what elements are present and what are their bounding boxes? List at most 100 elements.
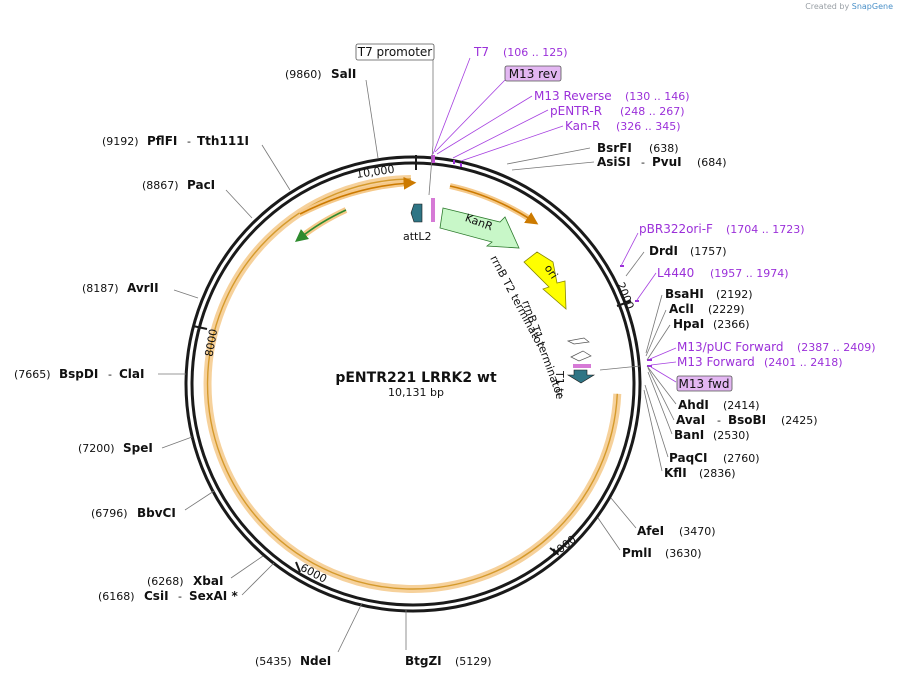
feature-label-t1-te: T1 te	[553, 370, 566, 400]
leader-ndei	[337, 602, 363, 653]
enzyme-paci-pos: (8867)	[142, 179, 179, 192]
m13-rev-box	[504, 65, 562, 82]
enzyme-sali-name: SalI	[331, 67, 356, 81]
leader-bbvci	[184, 490, 215, 511]
plasmid-name: pENTR221 LRRK2 wt	[335, 370, 497, 386]
leader-afei	[610, 497, 637, 529]
enzyme-paqci-pos: (2760)	[723, 452, 760, 465]
enzyme-hpai-pos: (2366)	[713, 318, 750, 331]
enzyme-bbvci-pos: (6796)	[91, 507, 128, 520]
leader-spei	[161, 436, 193, 449]
m13-fwd-box	[676, 375, 733, 392]
orange-arrow-top-right-line	[449, 185, 539, 225]
ring-tick-label-8000: 8000	[203, 328, 221, 358]
enzyme-bsahi-pos: (2192)	[716, 288, 753, 301]
backbone-ring-outer	[184, 155, 642, 613]
insert-arc	[206, 178, 618, 590]
enzyme-ndei-name: NdeI	[300, 654, 331, 668]
leader-bsrfi	[506, 147, 591, 165]
enzyme-afei-pos: (3470)	[679, 525, 716, 538]
enzyme-ahdi-pos: (2414)	[723, 399, 760, 412]
enzyme-drdi-name: DrdI	[649, 244, 678, 258]
enzyme-pflfi-name: PflFI	[147, 134, 177, 148]
primer-t7-name: T7	[473, 45, 489, 59]
leader-kfli	[643, 389, 663, 472]
enzyme-avai-dash: -	[717, 414, 721, 427]
enzyme-pflfi-pos: (9192)	[102, 135, 139, 148]
snapgene-credit: Created by SnapGene	[805, 2, 893, 11]
enzyme-tth111i-name: Tth111I	[197, 134, 249, 148]
enzyme-kfli-pos: (2836)	[699, 467, 736, 480]
leader-avai	[647, 367, 675, 421]
terminator-marker-1	[566, 337, 590, 345]
ring-tick-2000	[616, 300, 632, 307]
leader-pentr-r	[452, 109, 549, 159]
m13-rev-mark	[431, 198, 435, 222]
enzyme-asisi-dash: -	[641, 156, 645, 169]
leader-t7-promoter	[428, 58, 434, 196]
leader-kan-r	[460, 125, 564, 162]
enzyme-acli-name: AclI	[669, 302, 694, 316]
leader-pmli	[597, 517, 621, 551]
enzyme-spei-pos: (7200)	[78, 442, 115, 455]
primer-pbr322ori-f-name: pBR322ori-F	[639, 222, 713, 236]
primer-mark-top-1	[453, 160, 455, 164]
leader-hpai	[646, 324, 671, 361]
credit-prefix: Created by	[805, 2, 850, 11]
leader-m13-puc-forward	[649, 347, 677, 360]
enzyme-btgzi-pos: (5129)	[455, 655, 492, 668]
enzyme-ahdi-name: AhdI	[678, 398, 709, 412]
leader-m13-reverse	[436, 95, 533, 155]
enzyme-pmli-name: PmlI	[622, 546, 652, 560]
ori-feature-arrow	[523, 251, 567, 310]
primer-mark-right-2	[635, 300, 639, 302]
primer-m13-forward-range: (2401 .. 2418)	[764, 356, 843, 369]
ring-tick-4000	[549, 547, 559, 555]
enzyme-paci-name: PacI	[187, 178, 215, 192]
enzyme-afei-name: AfeI	[637, 524, 664, 538]
primer-mark-right-3	[647, 359, 652, 361]
leader-m13-rev	[434, 79, 506, 153]
t7-promoter-label: T7 promoter	[357, 45, 433, 59]
leader-paqci	[644, 384, 669, 458]
enzyme-spei-name: SpeI	[123, 441, 153, 455]
enzyme-avai-name: AvaI	[676, 413, 705, 427]
ring-tick-8000	[192, 325, 208, 330]
leader-drdi	[625, 251, 645, 277]
m13-fwd-mark	[573, 364, 591, 368]
plasmid-length: 10,131 bp	[388, 386, 444, 399]
primer-mark-right-1	[620, 265, 624, 267]
enzyme-asisi-pos: (684)	[697, 156, 727, 169]
enzyme-bsrfi-pos: (638)	[649, 142, 679, 155]
enzyme-bsahi-name: BsaHI	[665, 287, 704, 301]
enzyme-sexai-name: SexAI *	[189, 589, 238, 603]
enzyme-acli-pos: (2229)	[708, 303, 745, 316]
primer-l4440-name: L4440	[657, 266, 694, 280]
enzyme-avrii-name: AvrII	[127, 281, 159, 295]
leader-csii	[241, 562, 275, 596]
enzyme-pvui-name: PvuI	[652, 155, 682, 169]
enzyme-bbvci-name: BbvCI	[137, 506, 176, 520]
enzyme-csii-dash: -	[178, 590, 182, 603]
enzyme-avai-pos: (2425)	[781, 414, 818, 427]
enzyme-xbai-pos: (6268)	[147, 575, 184, 588]
attl2-feature-arrow	[410, 203, 423, 223]
enzyme-drdi-pos: (1757)	[690, 245, 727, 258]
leader-bani	[647, 371, 673, 435]
primer-m13-puc-forward-name: M13/pUC Forward	[677, 340, 784, 354]
enzyme-pflfi-dash: -	[187, 135, 191, 148]
primer-m13-reverse-range: (130 .. 146)	[625, 90, 690, 103]
enzyme-bani-name: BanI	[674, 428, 704, 442]
primer-mark-right-4	[647, 365, 652, 367]
primer-kan-r-range: (326 .. 345)	[616, 120, 681, 133]
m13-rev-label: M13 rev	[509, 67, 558, 81]
enzyme-kfli-name: KflI	[664, 466, 687, 480]
primer-t7-range: (106 .. 125)	[503, 46, 568, 59]
enzyme-csii-name: CsiI	[144, 589, 169, 603]
green-arrow-left-line	[295, 209, 347, 242]
enzyme-bani-pos: (2530)	[713, 429, 750, 442]
leader-l4440	[636, 272, 657, 301]
leader-t7	[432, 57, 471, 155]
enzyme-sali-pos: (9860)	[285, 68, 322, 81]
